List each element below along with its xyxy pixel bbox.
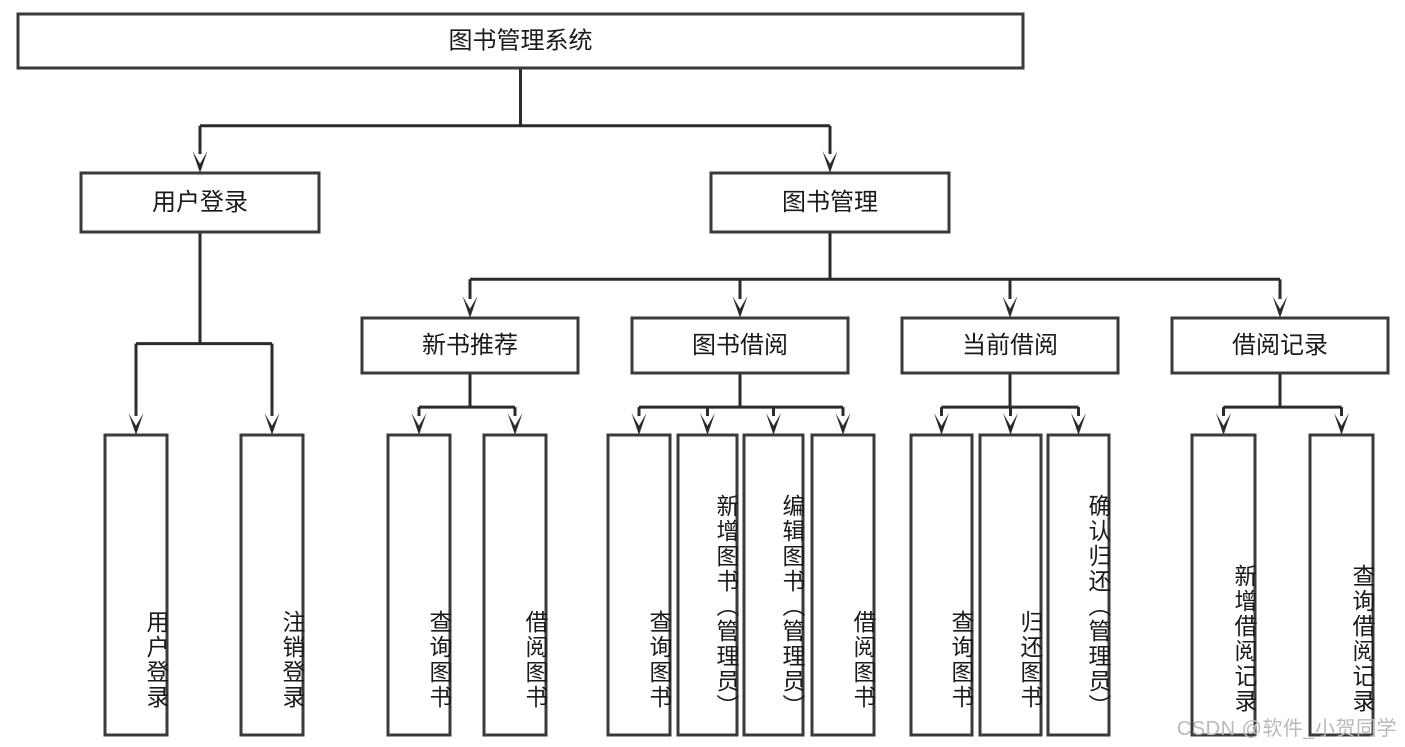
- node-box-current-borrow[interactable]: [900, 316, 1120, 375]
- node-box-leaf-add-book[interactable]: [676, 433, 739, 737]
- node-box-borrow-record[interactable]: [1170, 316, 1390, 375]
- node-box-user-login[interactable]: [79, 171, 321, 234]
- node-box-leaf-query-record[interactable]: [1308, 433, 1375, 737]
- node-label-borrow-record: 借阅记录: [1232, 332, 1328, 359]
- node-box-leaf-edit-book[interactable]: [742, 433, 805, 737]
- node-box-layer: [16, 12, 1390, 737]
- node-box-new-book-rec[interactable]: [360, 316, 580, 375]
- node-box-root[interactable]: [16, 12, 1025, 70]
- node-box-leaf-return-book[interactable]: [978, 433, 1043, 737]
- node-label-root: 图书管理系统: [449, 27, 593, 54]
- connector-layer: [128, 68, 1349, 435]
- watermark: CSDN @软件_小贺同学: [1176, 718, 1397, 740]
- node-box-book-borrow[interactable]: [630, 316, 850, 375]
- node-box-leaf-query-book-3[interactable]: [909, 433, 974, 737]
- node-box-leaf-borrow-book-2[interactable]: [810, 433, 876, 737]
- node-box-leaf-add-record[interactable]: [1190, 433, 1257, 737]
- node-box-leaf-logout[interactable]: [239, 433, 305, 737]
- node-box-leaf-query-book-1[interactable]: [386, 433, 452, 737]
- node-label-book-borrow: 图书借阅: [692, 332, 788, 359]
- node-box-book-manage[interactable]: [709, 171, 951, 234]
- node-box-leaf-confirm-return[interactable]: [1046, 433, 1111, 737]
- node-box-leaf-user-login[interactable]: [103, 433, 169, 737]
- node-box-leaf-borrow-book-1[interactable]: [482, 433, 548, 737]
- node-label-user-login: 用户登录: [152, 189, 248, 216]
- node-label-current-borrow: 当前借阅: [962, 332, 1058, 359]
- node-label-book-manage: 图书管理: [782, 189, 878, 216]
- node-box-leaf-query-book-2[interactable]: [606, 433, 672, 737]
- node-label-new-book-rec: 新书推荐: [422, 332, 518, 359]
